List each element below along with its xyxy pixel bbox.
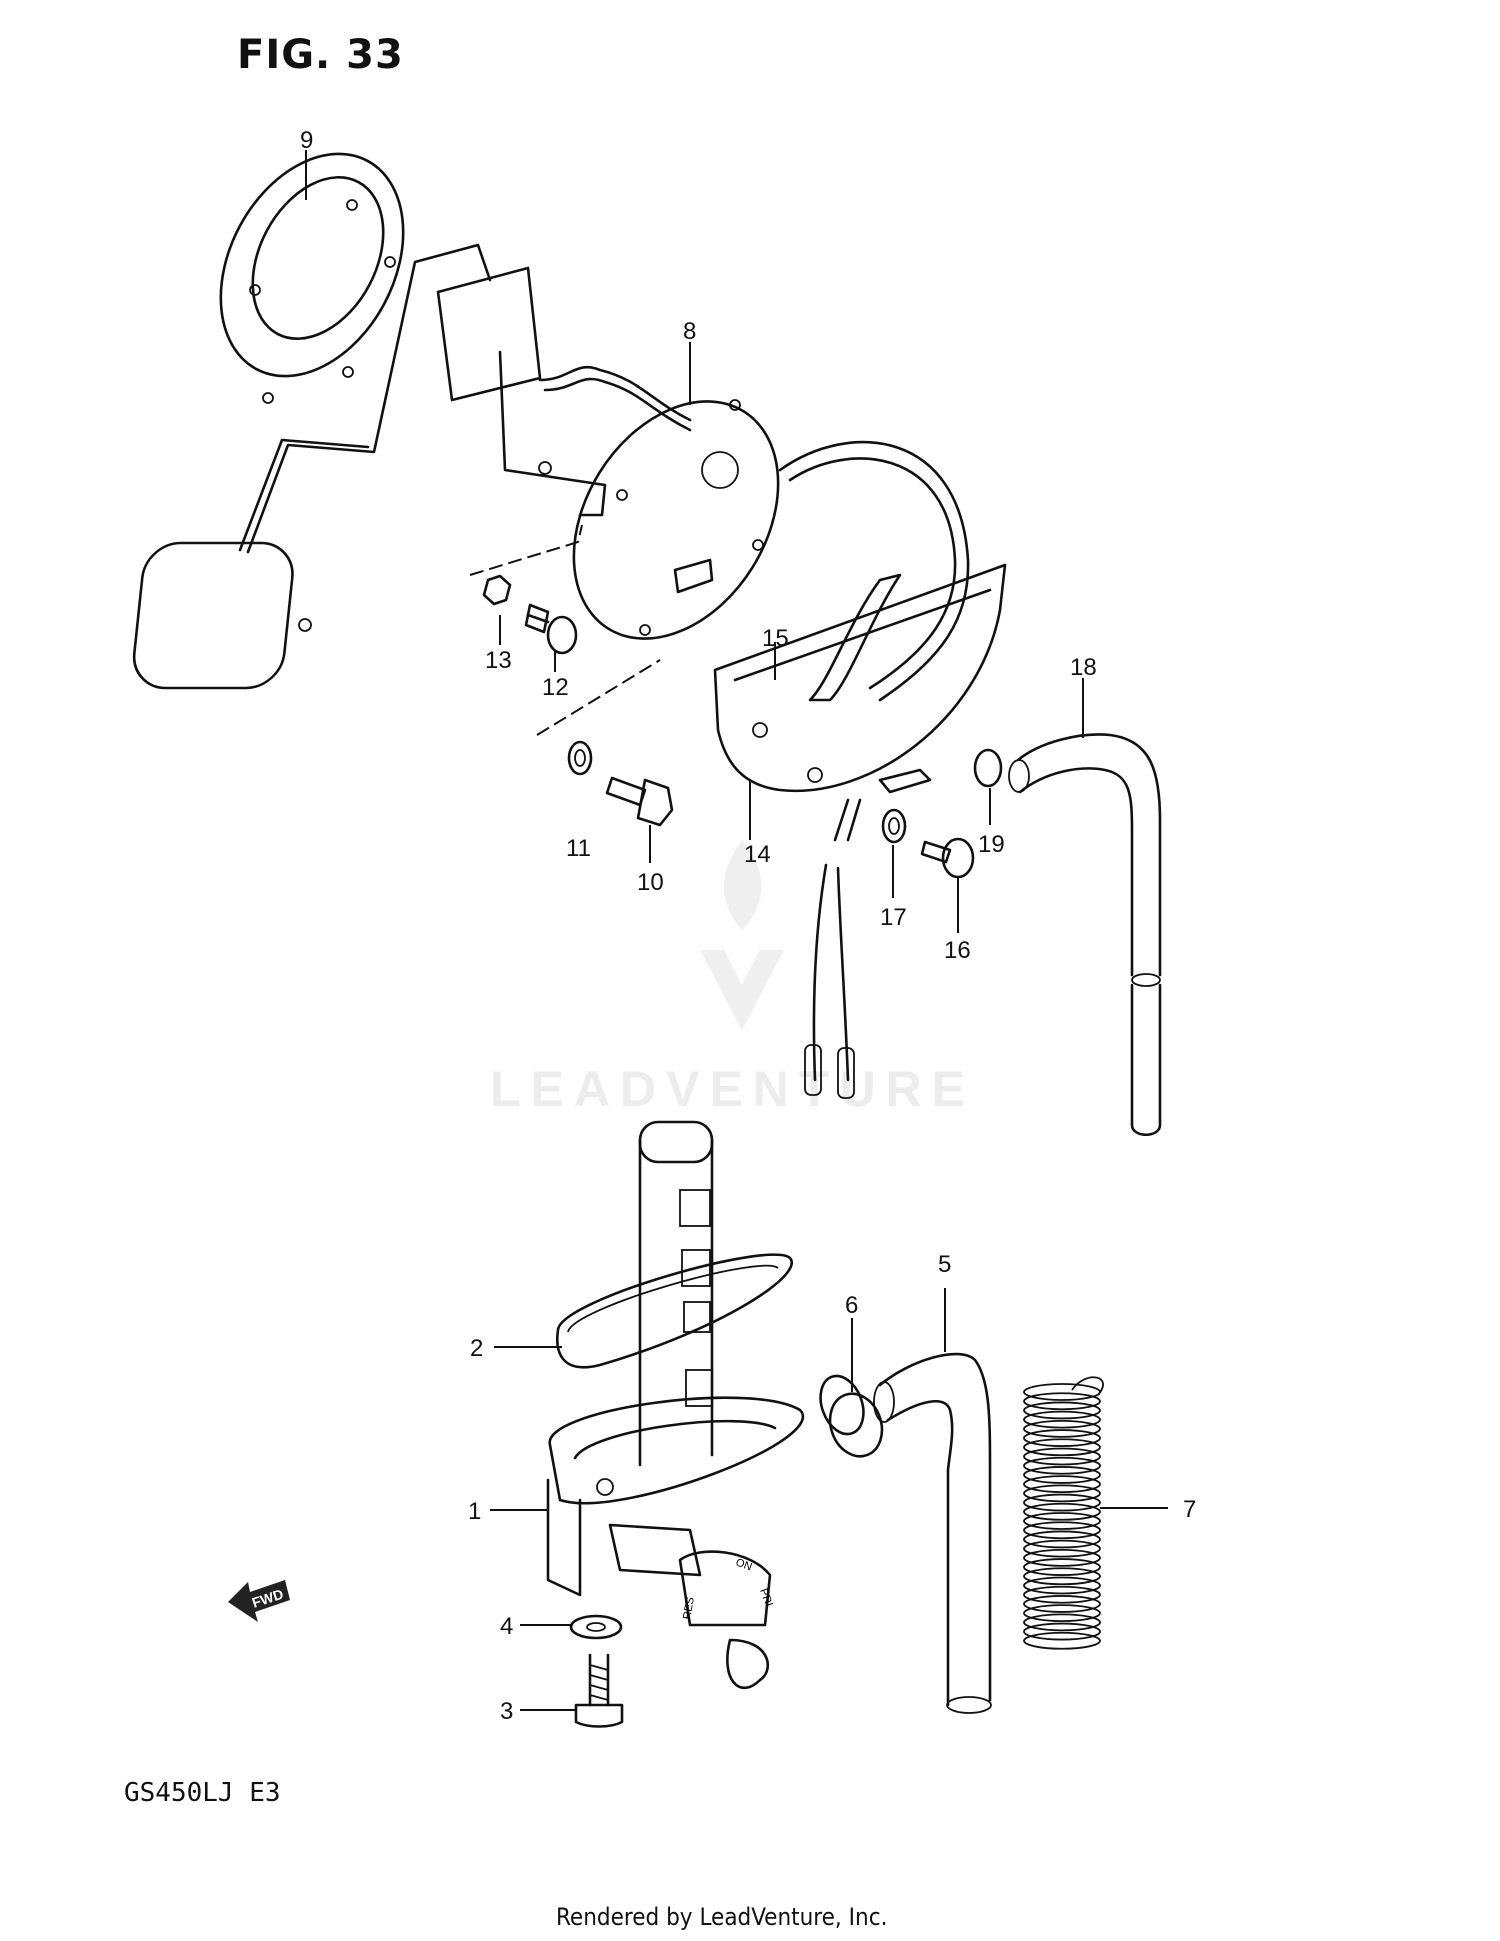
spring-coil bbox=[1023, 1558, 1101, 1576]
part-12-screw bbox=[524, 603, 578, 655]
callout-13: 13 bbox=[485, 647, 512, 674]
part-16-screw bbox=[920, 837, 975, 879]
callout-18: 18 bbox=[1070, 654, 1097, 681]
assembly-lines bbox=[469, 524, 661, 736]
spring-coil bbox=[1023, 1410, 1101, 1429]
spring-coil bbox=[1023, 1595, 1101, 1613]
figure-title: FIG. 33 bbox=[237, 32, 404, 78]
callout-15: 15 bbox=[762, 625, 789, 652]
spring-coil bbox=[1023, 1447, 1101, 1466]
callout-17: 17 bbox=[880, 904, 907, 931]
callouts: 9 8 13 12 15 18 11 10 14 19 17 16 5 6 2 … bbox=[300, 127, 1196, 1725]
callout-19: 19 bbox=[978, 831, 1005, 858]
spring-coil bbox=[1023, 1475, 1101, 1494]
spring-coil bbox=[1023, 1493, 1101, 1512]
spring-coil bbox=[1023, 1456, 1101, 1475]
valve-label-res: RES bbox=[681, 1596, 697, 1620]
part-10-bolt bbox=[605, 776, 674, 827]
part-7-spring bbox=[1023, 1376, 1104, 1650]
part-1-fuel-valve bbox=[546, 1120, 805, 1690]
part-6-clip bbox=[819, 1374, 884, 1458]
spring-coil bbox=[1023, 1383, 1101, 1401]
spring-coil bbox=[1023, 1539, 1101, 1558]
part-13-nut bbox=[482, 574, 512, 606]
callout-14: 14 bbox=[744, 841, 771, 868]
callout-9: 9 bbox=[300, 127, 313, 154]
callout-11: 11 bbox=[566, 835, 591, 862]
part-17-washer bbox=[881, 808, 907, 844]
spring-coil bbox=[1023, 1604, 1101, 1623]
callout-7: 7 bbox=[1183, 1496, 1196, 1523]
spring-coil bbox=[1023, 1401, 1101, 1420]
watermark-logo bbox=[700, 840, 784, 1030]
callout-1: 1 bbox=[468, 1498, 481, 1525]
part-8-fuel-sender bbox=[132, 243, 780, 690]
spring-coil bbox=[1023, 1484, 1101, 1503]
callout-10: 10 bbox=[637, 869, 664, 896]
part-5-hose bbox=[873, 1352, 992, 1714]
callout-12: 12 bbox=[542, 674, 569, 701]
part-19-clip bbox=[973, 748, 1003, 788]
spring-coil bbox=[1023, 1419, 1101, 1438]
spring-coil bbox=[1023, 1585, 1101, 1604]
spring-coil bbox=[1023, 1622, 1101, 1641]
spring-coil bbox=[1023, 1576, 1101, 1595]
fwd-arrow-icon bbox=[228, 1580, 290, 1622]
spring-coil bbox=[1023, 1567, 1101, 1586]
callout-8: 8 bbox=[683, 318, 696, 345]
valve-label-pri: PRI bbox=[757, 1587, 775, 1608]
part-14-cover bbox=[713, 440, 1007, 794]
model-code: GS450LJ E3 bbox=[124, 1778, 281, 1808]
part-11-washer bbox=[567, 740, 593, 776]
callout-2: 2 bbox=[470, 1335, 483, 1362]
spring-coil bbox=[1023, 1438, 1101, 1457]
part-4-washer bbox=[569, 1614, 623, 1640]
footer-credit: Rendered by LeadVenture, Inc. bbox=[556, 1903, 888, 1931]
spring-coil bbox=[1023, 1548, 1101, 1567]
callout-6: 6 bbox=[845, 1292, 858, 1319]
spring-coil bbox=[1023, 1429, 1101, 1447]
spring-coil bbox=[1023, 1631, 1101, 1650]
callout-4: 4 bbox=[500, 1613, 513, 1640]
part-3-bolt bbox=[574, 1653, 624, 1728]
spring-coil bbox=[1023, 1530, 1101, 1549]
callout-5: 5 bbox=[938, 1251, 951, 1278]
spring-coil bbox=[1023, 1613, 1101, 1632]
spring-coil bbox=[1023, 1521, 1101, 1540]
spring-end bbox=[1071, 1376, 1104, 1396]
spring-coil bbox=[1023, 1502, 1101, 1521]
wiring-harness bbox=[804, 798, 862, 1099]
part-18-hose bbox=[1008, 733, 1162, 1137]
spring-coil bbox=[1023, 1392, 1101, 1411]
callout-3: 3 bbox=[500, 1698, 513, 1725]
part-2-o-ring bbox=[556, 1253, 793, 1369]
spring-coil bbox=[1023, 1512, 1101, 1530]
valve-label-on: ON bbox=[734, 1557, 754, 1574]
spring-coil bbox=[1023, 1466, 1101, 1484]
callout-16: 16 bbox=[944, 937, 971, 964]
watermark-text: LEADVENTURE bbox=[490, 1061, 976, 1117]
leader-lines bbox=[305, 150, 1168, 1711]
part-9-gasket bbox=[219, 152, 405, 404]
